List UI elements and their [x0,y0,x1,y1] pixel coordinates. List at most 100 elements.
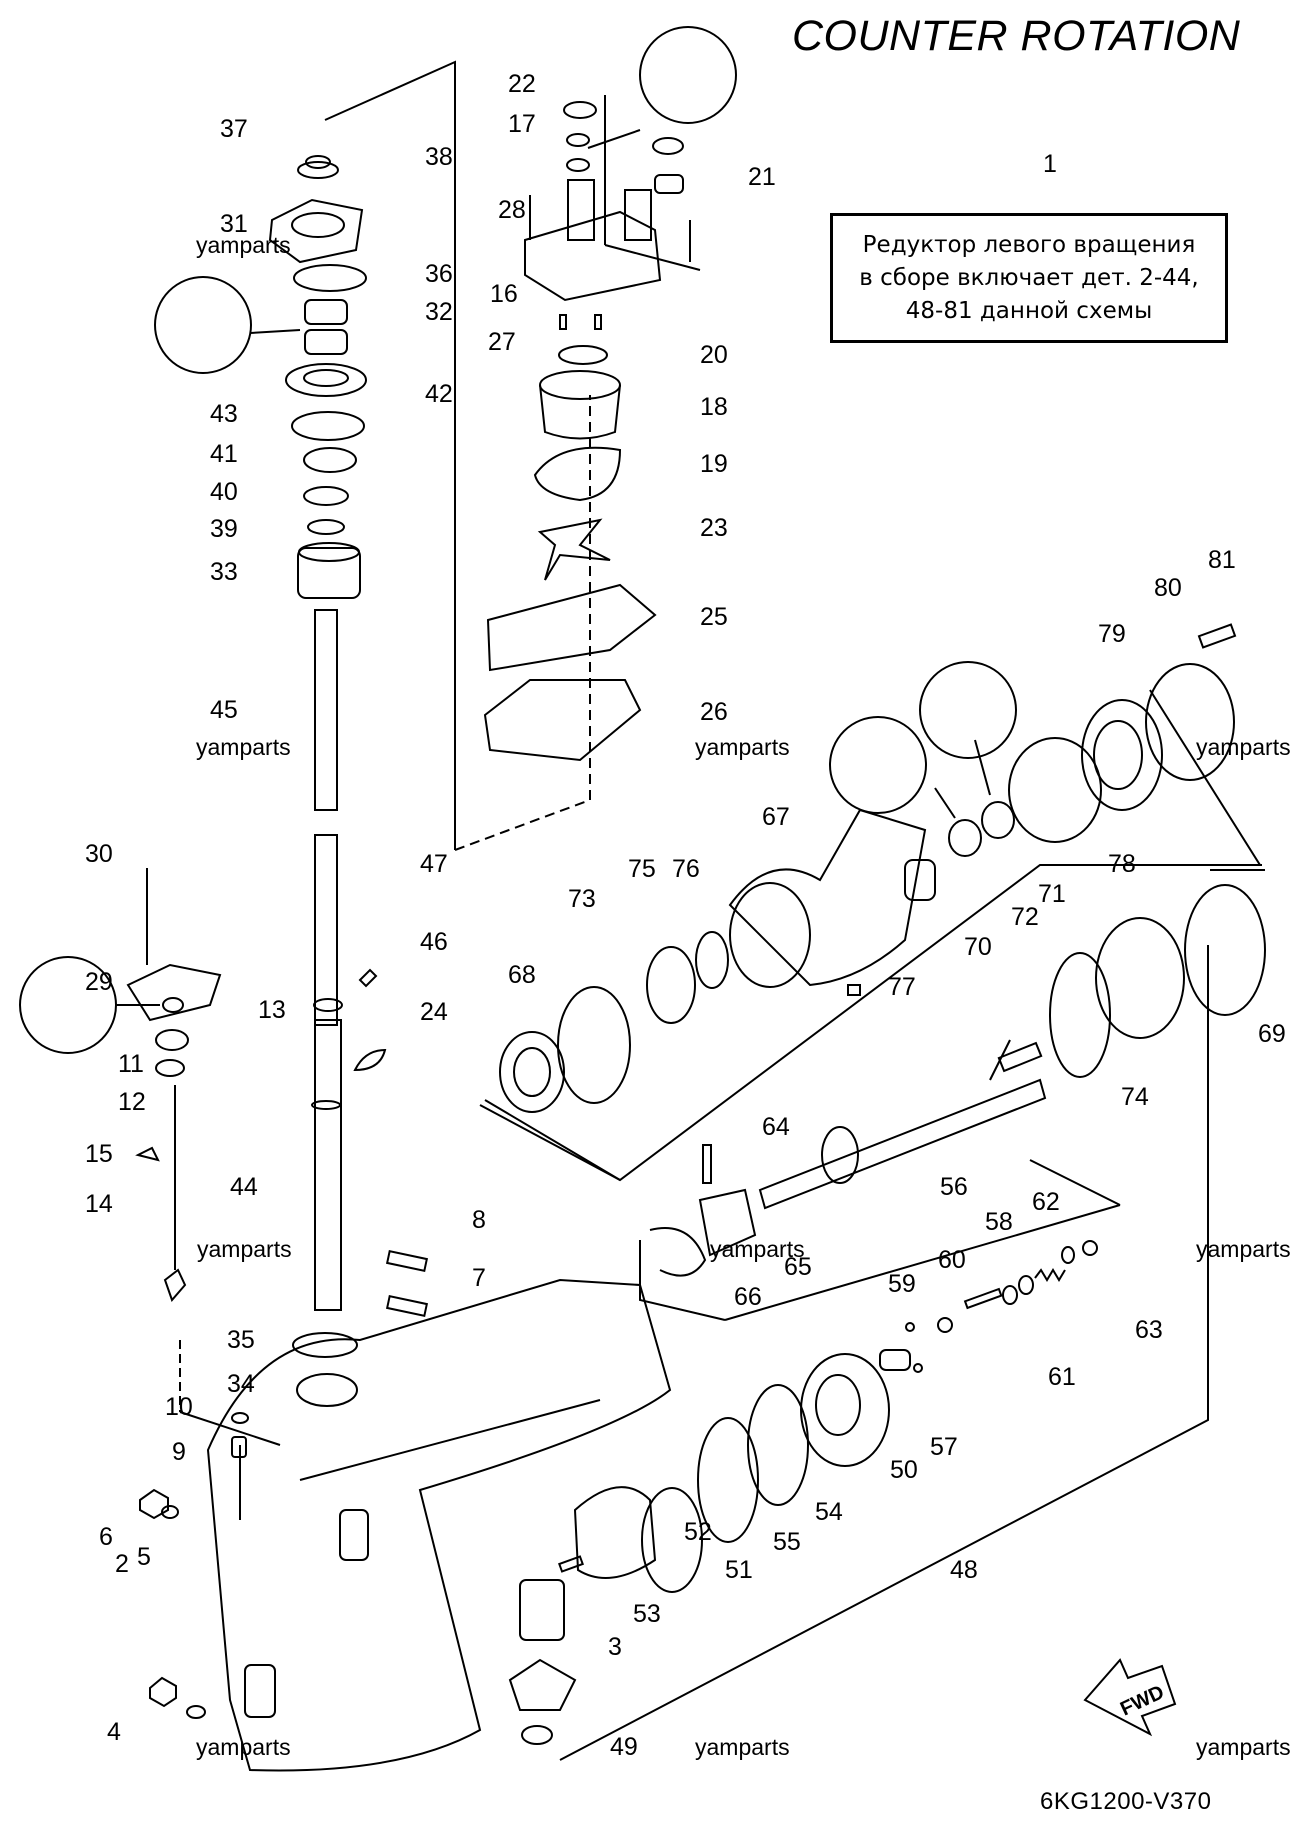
part-49 [521,1725,553,1745]
part-label-23: 23 [700,514,728,542]
part-label-41: 41 [210,440,238,468]
part-62 [1061,1246,1075,1264]
part-57 [879,1349,911,1371]
note-line: Редуктор левого вращения [862,231,1196,258]
part-label-66: 66 [734,1283,762,1311]
part-label-47: 47 [420,850,448,878]
watermark: yamparts [1196,734,1291,760]
part-49-gear [508,1658,577,1711]
part-7 [385,1294,429,1318]
part-label-4: 4 [107,1718,121,1746]
watermark: yamparts [1196,1734,1291,1760]
part-label-16: 16 [490,280,518,308]
part-label-77: 77 [888,973,916,1001]
part-label-67: 67 [762,803,790,831]
part-50 [800,1353,890,1467]
part-56 [758,1078,1047,1210]
part-18 [539,370,621,400]
fwd-arrow-icon [1083,1658,1177,1737]
detail-circle [639,26,737,124]
part-label-59: 59 [888,1270,916,1298]
part-label-27: 27 [488,328,516,356]
part-label-29: 29 [85,968,113,996]
part-label-56: 56 [940,1173,968,1201]
part-26 [483,679,642,762]
part-59 [905,1322,915,1332]
part-23 [537,518,611,581]
part-label-43: 43 [210,400,238,428]
group-outline [559,945,1209,1761]
part-label-22: 22 [508,70,536,98]
part-19 [533,446,622,502]
part-label-57: 57 [930,1433,958,1461]
watermark: yamparts [196,232,291,258]
watermark: yamparts [197,1236,292,1262]
part-label-28: 28 [498,196,526,224]
detail-circle [829,716,927,814]
group-outline [324,60,456,850]
part-label-76: 76 [672,855,700,883]
part-label-15: 15 [85,1140,113,1168]
part-6 [139,1488,169,1520]
part-label-48: 48 [950,1556,978,1584]
part-label-10: 10 [165,1393,193,1421]
part-label-54: 54 [815,1498,843,1526]
part-label-19: 19 [700,450,728,478]
watermark: yamparts [196,1734,291,1760]
part-80 [1145,663,1235,781]
part-71 [981,801,1015,839]
part-13 [162,997,184,1013]
part-label-45: 45 [210,696,238,724]
part-64 [702,1144,712,1184]
part-label-39: 39 [210,515,238,543]
part-66 [649,1227,707,1277]
part-52 [573,1486,657,1579]
part-3 [519,1579,565,1641]
watermark: yamparts [710,1236,805,1262]
part-label-6: 6 [99,1523,113,1551]
part-label-58: 58 [985,1208,1013,1236]
part-65 [698,1188,757,1257]
part-44 [314,1019,342,1311]
part-54 [747,1384,809,1506]
part-40 [303,486,349,506]
part-label-62: 62 [1032,1188,1060,1216]
part-label-1: 1 [1043,150,1057,178]
detail-circle [919,661,1017,759]
part-label-55: 55 [773,1528,801,1556]
part-16 [524,210,662,302]
note-line: в сборе включает дет. 2-44, [859,264,1199,291]
part-label-74: 74 [1121,1083,1149,1111]
part-label-80: 80 [1154,574,1182,602]
part-label-65: 65 [784,1253,812,1281]
part-label-73: 73 [568,885,596,913]
group-outline [454,395,591,851]
part-label-44: 44 [230,1173,258,1201]
part-label-46: 46 [420,928,448,956]
part-67 [728,808,927,987]
part-label-34: 34 [227,1370,255,1398]
part-45 [314,609,338,811]
part-label-60: 60 [938,1246,966,1274]
diagram-code: 6KG1200-V370 [1040,1788,1212,1815]
part-55 [697,1417,759,1543]
part-60 [963,1287,1003,1310]
part-label-35: 35 [227,1326,255,1354]
part-11 [155,1029,189,1051]
part-4 [149,1676,177,1708]
part-label-21: 21 [748,163,776,191]
part-35 [292,1332,358,1358]
part-15 [135,1146,160,1162]
part-10 [231,1412,249,1424]
part-2 [206,1278,672,1772]
part-label-32: 32 [425,298,453,326]
part-label-13: 13 [258,996,286,1024]
watermark: yamparts [1196,1236,1291,1262]
part-25 [486,583,657,672]
part-32 [304,299,348,325]
part-label-40: 40 [210,478,238,506]
part-label-5: 5 [137,1543,151,1571]
part-label-30: 30 [85,840,113,868]
assembly-note: Редуктор левого вращения в сборе включае… [830,213,1228,343]
part-22 [563,101,597,119]
